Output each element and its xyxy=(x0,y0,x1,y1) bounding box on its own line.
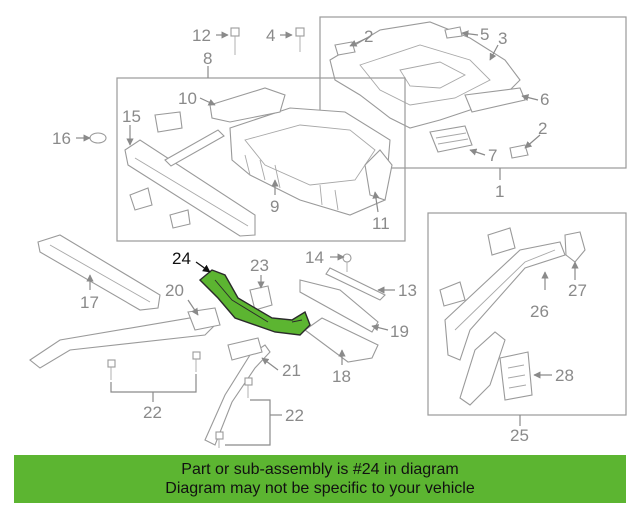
callout-22a: 22 xyxy=(143,403,162,422)
rail-21 xyxy=(204,344,271,446)
callout-15: 15 xyxy=(122,107,141,126)
callout-18: 18 xyxy=(332,367,351,386)
bracket-27 xyxy=(564,231,586,263)
highlighted-part-24[interactable] xyxy=(198,269,311,336)
banner-line-2: Diagram may not be specific to your vehi… xyxy=(165,480,475,497)
highlighted-part-24-detail xyxy=(214,279,303,323)
front-floor-group xyxy=(116,77,406,242)
bolt-4 xyxy=(295,27,305,52)
callout-19: 19 xyxy=(390,322,409,341)
callout-12: 12 xyxy=(192,26,211,45)
rail-extension xyxy=(459,331,506,406)
side-rail-26 xyxy=(444,241,566,361)
callout-14: 14 xyxy=(305,248,324,267)
callout-8: 8 xyxy=(203,49,212,68)
callout-20: 20 xyxy=(165,281,184,300)
heat-shield-10 xyxy=(209,87,286,123)
reinforcement-11 xyxy=(364,149,393,201)
callout-3: 3 xyxy=(498,29,507,48)
callout-27: 27 xyxy=(568,281,587,300)
bracket-2b xyxy=(509,144,529,159)
callout-25: 25 xyxy=(510,426,529,445)
group-box-1 xyxy=(319,16,627,169)
plug-16 xyxy=(89,132,107,144)
small-bracket-c xyxy=(169,209,191,229)
group-box-25 xyxy=(427,212,627,416)
callout-4: 4 xyxy=(266,26,275,45)
rail-20 xyxy=(29,317,217,369)
callout-11: 11 xyxy=(372,214,390,233)
callout-10: 10 xyxy=(178,89,197,108)
callout-2b: 2 xyxy=(538,119,547,138)
group-box-8 xyxy=(116,77,406,242)
bolt-12 xyxy=(230,27,240,55)
bolt-22-c xyxy=(244,377,253,398)
panel-18 xyxy=(304,317,379,363)
callout-22b: 22 xyxy=(285,406,304,425)
callout-21: 21 xyxy=(282,361,301,380)
callout-5: 5 xyxy=(480,25,489,44)
crossmember-bar xyxy=(164,129,225,167)
callout-23: 23 xyxy=(250,256,269,275)
side-rail-group xyxy=(427,212,627,416)
floor-panel-9 xyxy=(229,107,391,216)
bolt-22-a xyxy=(107,359,116,380)
mid-bracket xyxy=(439,281,466,307)
callout-7: 7 xyxy=(488,146,497,165)
callout-1: 1 xyxy=(495,182,504,201)
bolt-22-b xyxy=(192,351,201,372)
loose-parts xyxy=(29,27,386,448)
info-banner: Part or sub-assembly is #24 in diagram D… xyxy=(14,455,626,503)
callout-13: 13 xyxy=(398,281,417,300)
bolt-22-d xyxy=(215,431,224,448)
leader-lines xyxy=(76,30,579,446)
banner-line-1: Part or sub-assembly is #24 in diagram xyxy=(181,461,459,478)
upper-bracket xyxy=(487,227,516,256)
callout-24: 24 xyxy=(172,249,191,268)
bar-13 xyxy=(325,267,386,301)
small-bracket-b xyxy=(129,187,153,211)
callout-17: 17 xyxy=(80,293,99,312)
rear-panel-15 xyxy=(124,139,256,237)
small-bracket-a xyxy=(154,111,183,133)
plate-28 xyxy=(499,351,533,401)
rail-21-plate xyxy=(227,337,263,361)
callout-6: 6 xyxy=(540,90,549,109)
parts-diagram: 12 4 2 5 3 6 2 7 1 8 10 15 16 9 11 24 23… xyxy=(29,16,627,448)
callout-28: 28 xyxy=(555,366,574,385)
callout-labels: 12 4 2 5 3 6 2 7 1 8 10 15 16 9 11 24 23… xyxy=(52,25,587,445)
callout-2a: 2 xyxy=(364,27,373,46)
bolt-14 xyxy=(342,253,352,272)
rear-floor-pan xyxy=(329,21,521,129)
callout-9: 9 xyxy=(270,197,279,216)
callout-26: 26 xyxy=(530,302,549,321)
callout-16: 16 xyxy=(52,129,71,148)
bracket-2a xyxy=(334,41,356,56)
floor-crossmember-small xyxy=(429,125,473,153)
